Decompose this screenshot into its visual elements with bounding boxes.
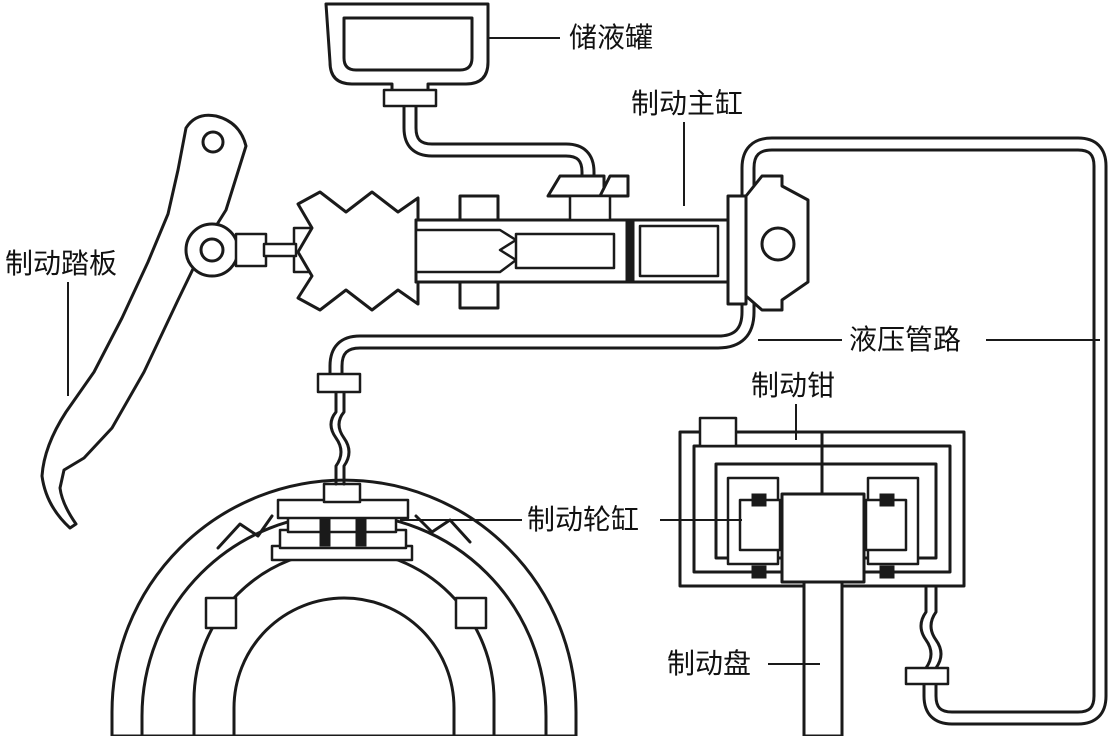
label-caliper: 制动钳 — [748, 370, 839, 402]
label-brake-disc: 制动盘 — [664, 648, 755, 680]
label-reservoir: 储液罐 — [566, 22, 657, 54]
reservoir — [324, 2, 490, 108]
label-master-cylinder: 制动主缸 — [628, 88, 747, 120]
leader-lines — [67, 37, 1100, 665]
label-hydraulic-line: 液压管路 — [846, 324, 965, 356]
brake-pedal — [40, 113, 248, 530]
brake-disc — [780, 492, 866, 736]
hydraulic-lines — [328, 100, 1108, 726]
label-brake-pedal: 制动踏板 — [2, 248, 121, 280]
wheel-cylinder — [270, 372, 414, 562]
label-wheel-cylinder: 制动轮缸 — [524, 504, 643, 536]
drum-brake — [110, 478, 578, 736]
master-cylinder — [296, 174, 810, 312]
